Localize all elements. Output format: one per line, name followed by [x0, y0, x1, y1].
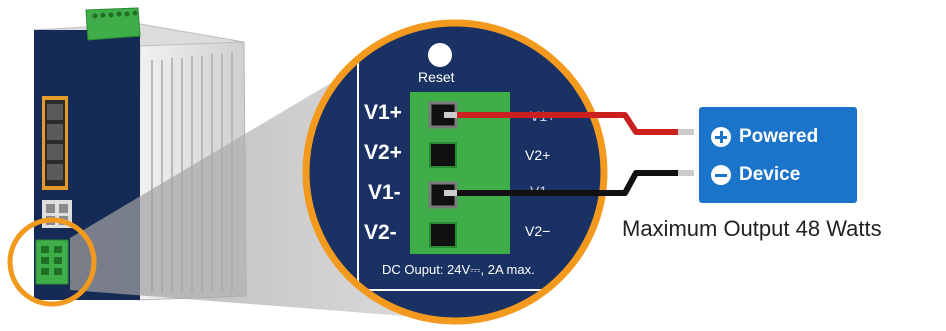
zoom-circle: Reset V1+ V2+ V1- V2- V1+ V2+ V1- V2− DC… — [302, 19, 608, 325]
max-output-caption: Maximum Output 48 Watts — [622, 216, 882, 241]
zoom-highlight-ring — [302, 19, 608, 325]
reset-button — [428, 43, 452, 67]
dc-output-label: DC Ouput: 24V⎓, 2A max. — [382, 262, 535, 277]
port-label-v1-minus: V1- — [368, 181, 401, 204]
terminal-socket-v2-plus — [429, 142, 457, 168]
port-label-v1-plus: V1+ — [364, 101, 402, 124]
side-label-v2-minus: V2− — [525, 223, 550, 239]
port-label-v2-plus: V2+ — [364, 141, 402, 164]
ethernet-ports-icon — [42, 96, 68, 190]
powered-row: Powered — [711, 126, 818, 148]
powered-device-box: Powered Device — [699, 107, 857, 203]
device-highlight-ring — [7, 217, 97, 307]
minus-circle-icon — [711, 165, 731, 185]
powered-label: Powered — [739, 126, 819, 147]
terminal-socket-v2-minus — [429, 222, 457, 248]
device-label: Device — [739, 164, 801, 185]
device-row: Device — [711, 164, 800, 186]
side-label-v2-plus: V2+ — [525, 147, 550, 163]
plus-circle-icon — [711, 127, 731, 147]
bottom-terminal-block-icon — [35, 239, 69, 285]
reset-label: Reset — [418, 69, 455, 85]
wires — [444, 112, 694, 196]
top-terminal-block-icon — [85, 7, 141, 41]
port-label-v2-minus: V2- — [364, 221, 397, 244]
